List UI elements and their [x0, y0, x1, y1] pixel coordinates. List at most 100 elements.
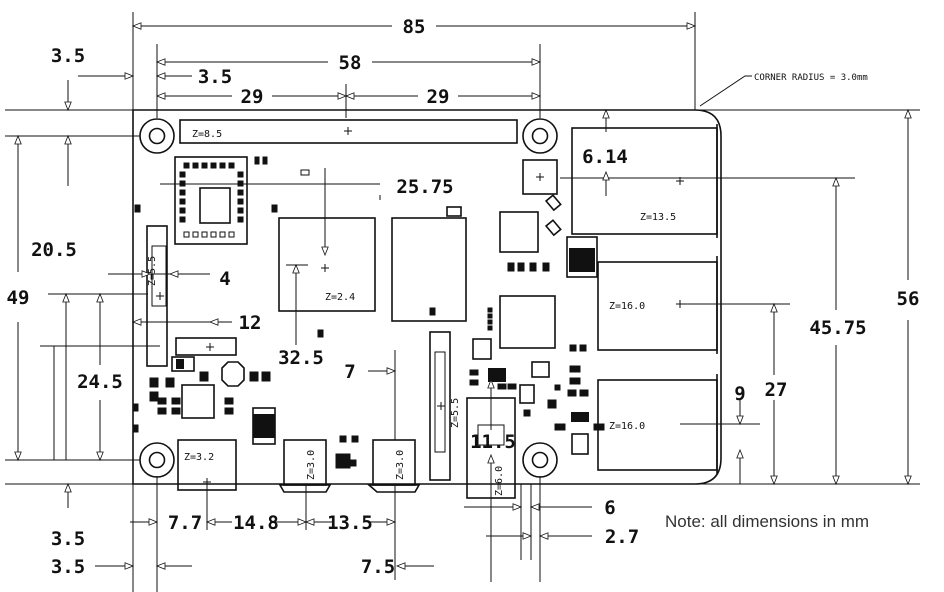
pad	[579, 344, 587, 352]
pad	[210, 162, 217, 169]
dim-24.5: 24.5	[77, 371, 123, 393]
ethernet-controller-chip	[499, 211, 539, 253]
dim-85: 85	[403, 16, 426, 38]
pad	[179, 207, 186, 214]
pad	[339, 435, 347, 443]
pad	[210, 231, 217, 238]
dim-56: 56	[897, 288, 920, 310]
pad	[183, 162, 190, 169]
dim-6: 6	[604, 497, 615, 519]
pad	[487, 307, 493, 313]
csi-height-label: Z=5.5	[450, 398, 461, 428]
pad	[529, 262, 537, 272]
pad	[517, 262, 525, 272]
mounting-hole-bottom-right	[522, 442, 558, 478]
pad	[157, 397, 167, 405]
pad	[237, 171, 244, 178]
pad	[179, 189, 186, 196]
pad	[237, 216, 244, 223]
pad	[579, 389, 589, 397]
pad	[567, 389, 577, 397]
audio-height-label: Z=6.0	[494, 466, 505, 496]
dimension-arrows	[14, 22, 912, 570]
dim-7.7: 7.7	[168, 512, 202, 534]
camera-led-square	[522, 159, 558, 195]
pad	[179, 171, 186, 178]
power-connector: Z=3.2	[177, 439, 237, 491]
pad	[349, 459, 357, 467]
pad	[134, 204, 141, 213]
dsi-connector: Z=5.5	[146, 225, 168, 367]
hdmi-connector-1: Z=3.0	[366, 439, 421, 493]
mounting-hole-bottom-left	[139, 442, 175, 478]
dim-27: 27	[765, 379, 788, 401]
extension-lines	[5, 12, 920, 592]
dim-3.5-hole: 3.5	[198, 66, 232, 88]
dim-13.5: 13.5	[327, 512, 373, 534]
pad	[554, 423, 566, 431]
pad	[228, 231, 235, 238]
dsi-height-label: Z=5.5	[147, 256, 158, 286]
usb-port-upper: Z=16.0	[597, 256, 718, 354]
usb-lower-height-label: Z=16.0	[609, 421, 645, 432]
pad	[224, 407, 234, 415]
dim-32.5: 32.5	[278, 347, 324, 369]
pad	[569, 365, 581, 373]
pad	[469, 379, 479, 386]
pad	[523, 409, 531, 417]
pad	[179, 198, 186, 205]
pad	[487, 313, 493, 319]
pad	[192, 162, 199, 169]
pad	[149, 377, 159, 388]
pad	[351, 435, 359, 443]
dim-25.75: 25.75	[396, 176, 453, 198]
gpio-header: Z=8.5	[179, 119, 518, 144]
pad	[237, 189, 244, 196]
dim-3.5-top: 3.5	[51, 45, 85, 67]
pad	[237, 207, 244, 214]
dim-14.8: 14.8	[233, 512, 279, 534]
pad	[224, 397, 234, 405]
dim-3.5-bottom-a: 3.5	[51, 528, 85, 550]
ram-chip	[391, 206, 467, 322]
pad	[547, 399, 557, 409]
pad	[497, 383, 507, 390]
pad	[249, 371, 259, 382]
pad	[199, 371, 209, 382]
pad	[201, 231, 208, 238]
pad	[171, 407, 181, 415]
mounting-hole-top-left	[139, 118, 175, 154]
pad	[261, 371, 271, 382]
dim-7: 7	[344, 361, 355, 383]
power-height-label: Z=3.2	[184, 452, 214, 463]
pad	[317, 329, 324, 338]
hdmi0-height-label: Z=3.0	[306, 450, 317, 480]
pad	[254, 156, 260, 165]
pad	[262, 156, 268, 165]
pad	[157, 407, 167, 415]
dim-12: 12	[239, 312, 262, 334]
dim-2.7: 2.7	[605, 526, 639, 548]
dim-49: 49	[7, 287, 30, 309]
pad	[429, 307, 436, 316]
pad	[300, 169, 310, 176]
pad	[132, 424, 139, 433]
pad	[507, 262, 515, 272]
pad	[183, 231, 190, 238]
pad	[171, 397, 181, 405]
pad	[335, 453, 351, 469]
usb-controller-chip	[499, 295, 556, 349]
dim-4: 4	[219, 268, 230, 290]
dim-3.5-bottom-b: 3.5	[51, 556, 85, 578]
pad	[569, 344, 577, 352]
dimension-labels: 85 58 3.5 3.5 29 29 CORNER RADIUS = 3.0m…	[7, 16, 920, 578]
corner-radius-label: CORNER RADIUS = 3.0mm	[754, 73, 868, 83]
small-components	[132, 156, 605, 469]
dim-9: 9	[734, 383, 745, 405]
csi-connector: Z=5.5	[429, 331, 461, 481]
soc-chip: Z=2.4	[278, 217, 376, 312]
pad	[487, 325, 493, 331]
usb-upper-height-label: Z=16.0	[609, 301, 645, 312]
pad	[487, 319, 493, 325]
hdmi-connector-0: Z=3.0	[278, 439, 332, 493]
